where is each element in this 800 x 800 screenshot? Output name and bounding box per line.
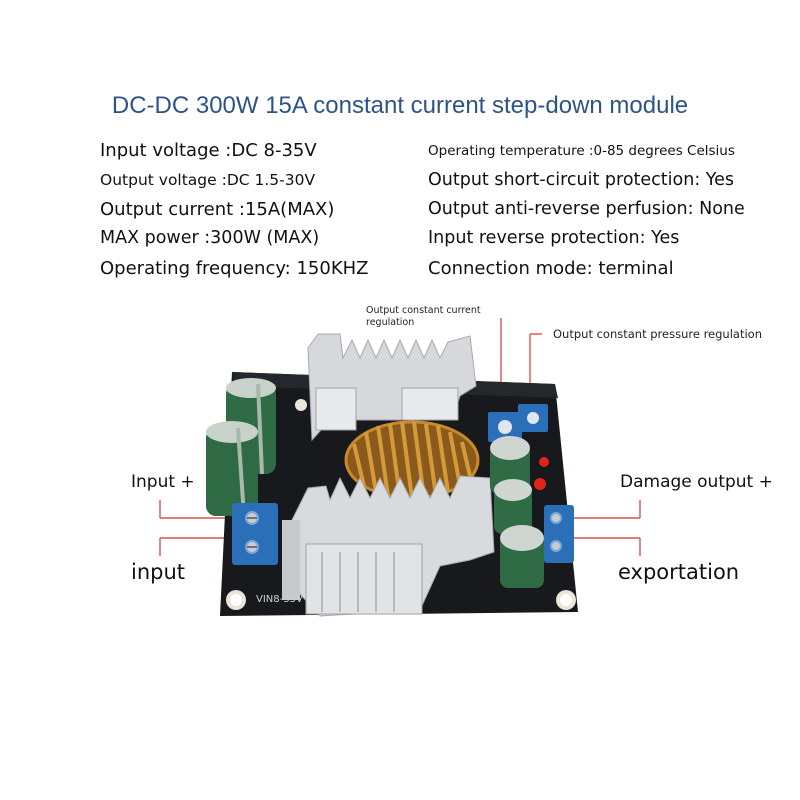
spec-operating-temperature: Operating temperature :0-85 degrees Cels… [428,143,735,159]
spec-short-circuit-protection: Output short-circuit protection: Yes [428,170,735,190]
input-terminal-block [232,503,278,565]
page-title: DC-DC 300W 15A constant current step-dow… [111,92,689,119]
spec-input-reverse-protection: Input reverse protection: Yes [428,228,680,248]
heatsink [307,333,477,442]
label-input: input [131,560,186,584]
label-exportation: exportation [618,560,740,584]
callout-cc-line1: Output constant current [366,305,481,316]
spec-anti-reverse-perfusion: Output anti-reverse perfusion: None [428,199,745,219]
heatsink-front [282,475,495,617]
spec-output-current: Output current :15A(MAX) [100,199,335,220]
callout-cc-line2: regulation [366,317,415,328]
spec-output-voltage: Output voltage :DC 1.5-30V [100,171,316,189]
label-damage-output: Damage output + [620,472,773,492]
spec-operating-frequency: Operating frequency: 150KHZ [100,258,369,279]
output-terminal-block [544,505,574,563]
board-silkscreen: VIN8-35V [256,594,303,605]
callout-cv-regulation: Output constant pressure regulation [553,327,762,341]
spec-input-voltage: Input voltage :DC 8-35V [100,140,317,161]
label-input-plus: Input + [131,472,195,492]
trim-potentiometers [488,404,549,490]
output-capacitors [490,436,544,588]
spec-max-power: MAX power :300W (MAX) [100,228,320,248]
input-capacitors [206,378,276,517]
spec-connection-mode: Connection mode: terminal [428,258,674,279]
callout-cc-regulation: Output constant current regulation [366,305,481,329]
